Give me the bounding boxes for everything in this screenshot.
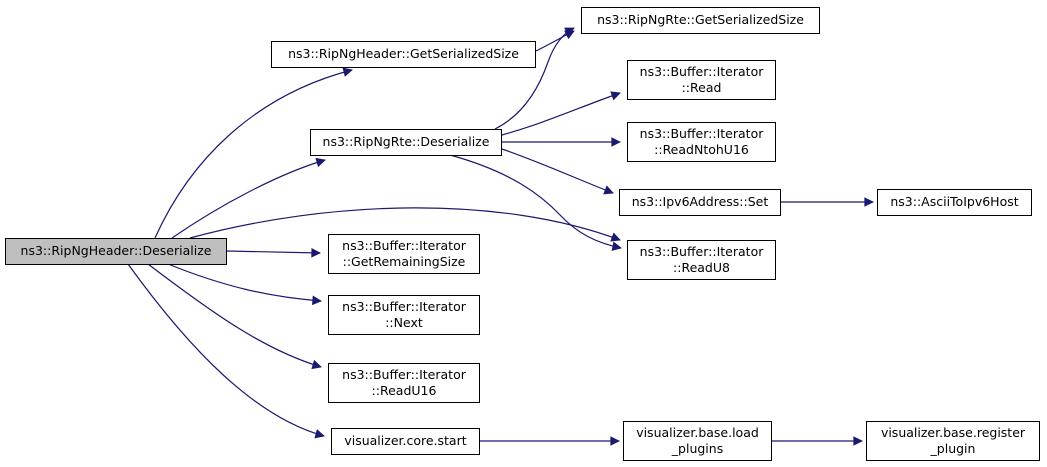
edge-header-getserializedsize-to-rte-getserializedsize (535, 30, 575, 52)
edge-root-to-readu16 (147, 263, 322, 370)
node-visualizer-base-load-plugins[interactable]: visualizer.base.load _plugins (623, 421, 772, 461)
edge-root-to-readu8 (189, 207, 621, 242)
node-ripngheader-deserialize: ns3::RipNgHeader::Deserialize (5, 238, 227, 265)
node-buffer-iterator-next[interactable]: ns3::Buffer::Iterator ::Next (328, 295, 480, 335)
node-ipv6address-set[interactable]: ns3::Ipv6Address::Set (619, 189, 781, 216)
node-buffer-iterator-readu16[interactable]: ns3::Buffer::Iterator ::ReadU16 (328, 363, 480, 403)
node-buffer-iterator-readu8[interactable]: ns3::Buffer::Iterator ::ReadU8 (627, 240, 776, 280)
node-buffer-iterator-readntohu16[interactable]: ns3::Buffer::Iterator ::ReadNtohU16 (627, 122, 776, 162)
node-asciitoipv6host[interactable]: ns3::AsciiToIpv6Host (877, 189, 1032, 216)
edge-root-to-next (167, 263, 322, 306)
edge-rte-deserialize-to-read (501, 91, 621, 136)
node-visualizer-base-register-plugin[interactable]: visualizer.base.register _plugin (866, 421, 1040, 461)
node-visualizer-core-start[interactable]: visualizer.core.start (331, 428, 480, 455)
edge-rte-deserialize-to-rte-getserializedsize (494, 27, 575, 130)
node-buffer-iterator-getremainingsize[interactable]: ns3::Buffer::Iterator ::GetRemainingSize (328, 234, 480, 274)
edge-root-to-rte-deserialize (171, 157, 326, 239)
node-ripngrte-deserialize[interactable]: ns3::RipNgRte::Deserialize (310, 129, 502, 156)
edge-rte-deserialize-to-readu8 (449, 154, 622, 251)
node-buffer-iterator-read[interactable]: ns3::Buffer::Iterator ::Read (627, 60, 776, 100)
edge-rte-deserialize-to-ipv6address-set (501, 148, 614, 195)
edge-root-to-header-getserializedsize (154, 67, 353, 239)
edge-root-to-getremainingsize (226, 248, 321, 258)
edge-root-to-visualizer-core-start (127, 263, 325, 439)
node-ripngheader-getserializedsize[interactable]: ns3::RipNgHeader::GetSerializedSize (271, 41, 536, 68)
node-ripngrte-getserializedsize[interactable]: ns3::RipNgRte::GetSerializedSize (581, 7, 820, 34)
